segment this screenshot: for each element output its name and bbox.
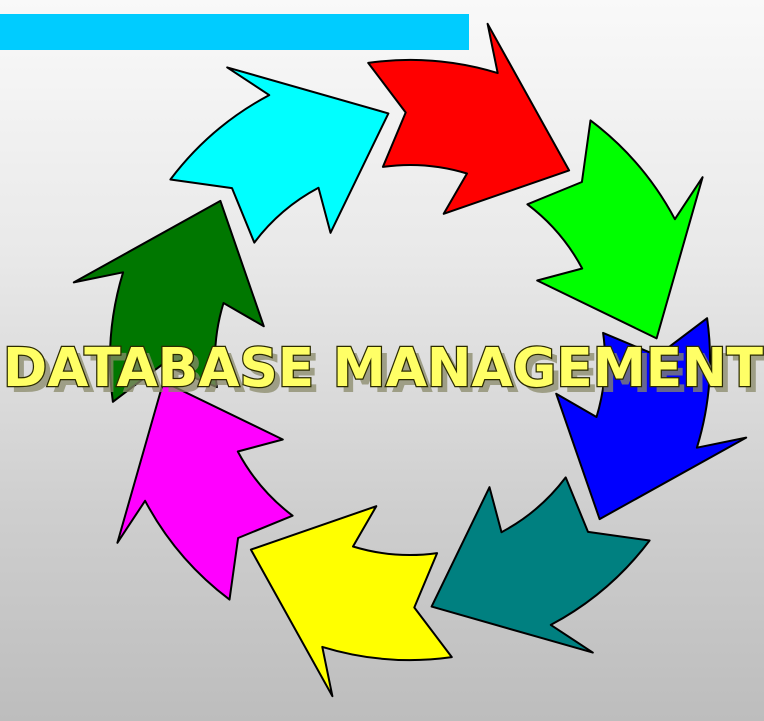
- top-accent-bar: [0, 14, 469, 50]
- page-title: DATABASE MANAGEMENT: [3, 337, 763, 399]
- segment-cyan-arrow: [169, 66, 390, 244]
- segment-red-arrow: [367, 22, 571, 215]
- segment-yellow-arrow: [249, 505, 453, 698]
- segment-darkgreen-arrow: [72, 199, 265, 403]
- title-shadow: DATABASE MANAGEMENT: [9, 343, 764, 405]
- segment-lime-arrow: [526, 119, 704, 340]
- segment-magenta-arrow: [116, 380, 294, 601]
- segment-blue-arrow: [555, 317, 748, 521]
- segment-teal-arrow: [430, 476, 651, 654]
